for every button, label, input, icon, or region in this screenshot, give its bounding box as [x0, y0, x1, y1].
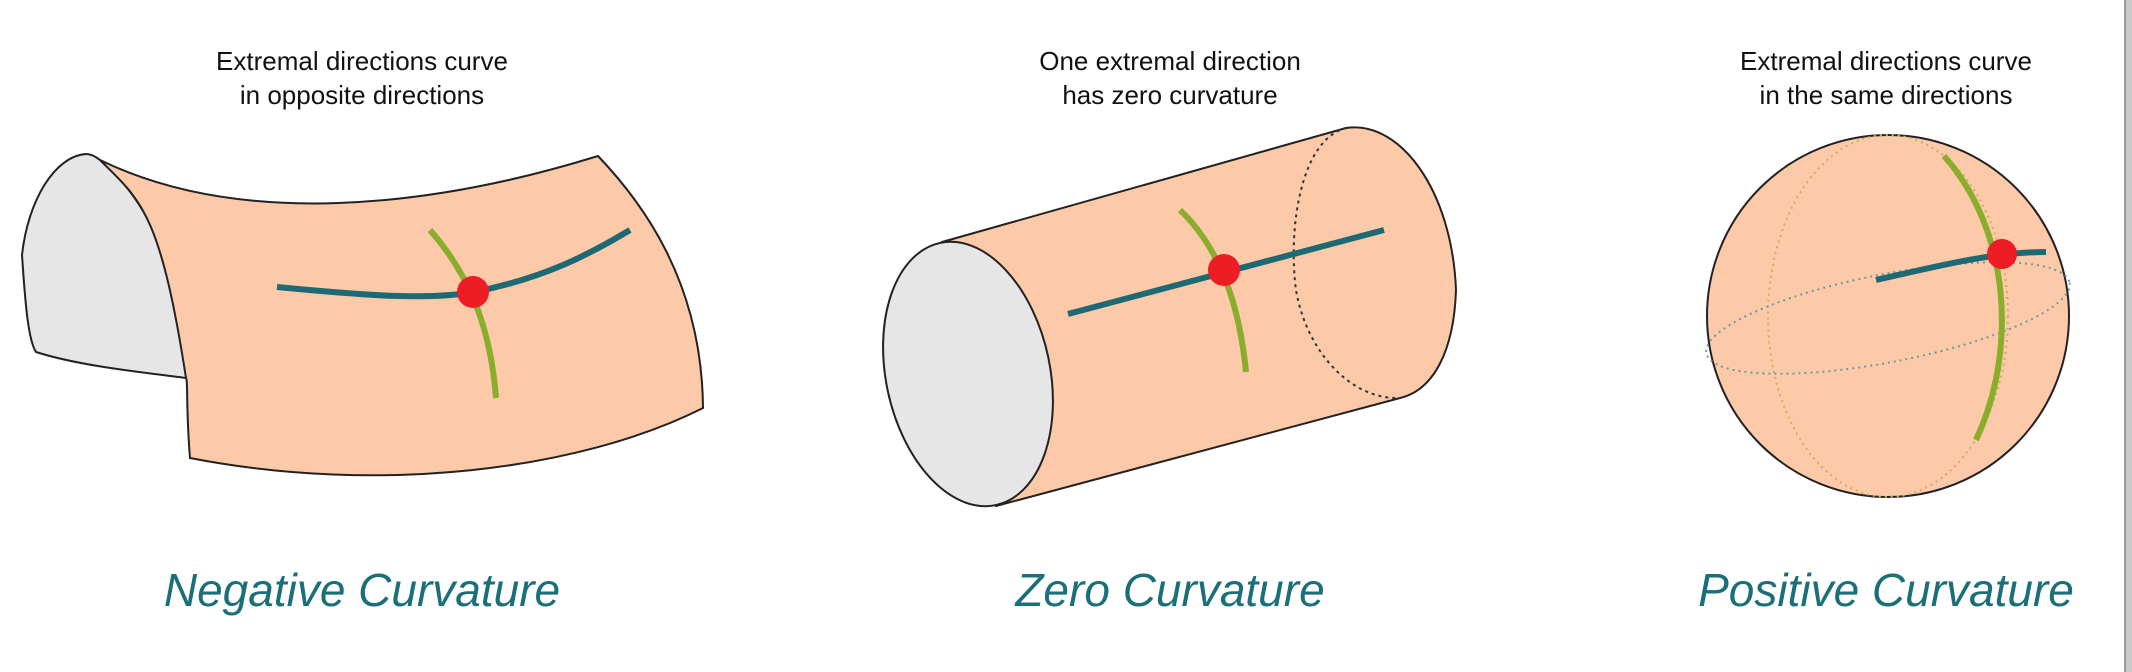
saddle-surface-figure [20, 152, 705, 477]
title-positive-curvature: Positive Curvature [1698, 564, 2074, 616]
sphere-dotted-equator [1705, 261, 2071, 375]
sphere-dotted-meridian [1767, 134, 2009, 498]
caption-zero-line-2: has zero curvature [1062, 80, 1278, 110]
saddle-point [457, 276, 489, 308]
sphere-point [1987, 239, 2017, 269]
caption-negative-line-2: in opposite directions [239, 80, 485, 110]
caption-negative: Extremal directions curve in opposite di… [152, 44, 572, 112]
cylinder-figure [882, 126, 1458, 508]
sphere-green-curve [1941, 154, 2005, 442]
sphere-figure [1705, 134, 2071, 498]
sphere-teal-curve [1875, 249, 2047, 283]
cylinder-end-cap [882, 240, 1054, 508]
caption-positive: Extremal directions curve in the same di… [1676, 44, 2096, 112]
caption-positive-line-1: Extremal directions curve [1740, 46, 2032, 76]
sphere-body [1706, 134, 2070, 498]
title-negative-curvature: Negative Curvature [163, 564, 561, 616]
caption-zero: One extremal direction has zero curvatur… [960, 44, 1380, 112]
caption-positive-line-2: in the same directions [1759, 80, 2013, 110]
cylinder-point [1208, 254, 1240, 286]
caption-zero-line-1: One extremal direction [1039, 46, 1301, 76]
title-zero-curvature: Zero Curvature [1015, 564, 1325, 616]
saddle-sheet [99, 154, 705, 477]
window-edge [2124, 0, 2132, 672]
cylinder-back-rim [1292, 127, 1401, 400]
caption-negative-line-1: Extremal directions curve [216, 46, 508, 76]
cylinder-body [940, 126, 1458, 508]
